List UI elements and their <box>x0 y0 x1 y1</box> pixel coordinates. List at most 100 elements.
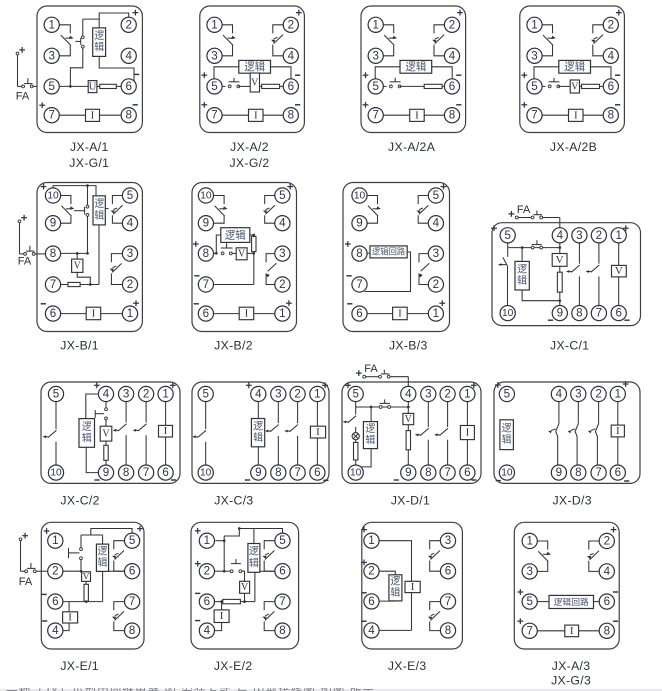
svg-text:6: 6 <box>279 565 285 578</box>
svg-text:3: 3 <box>48 49 54 62</box>
svg-text:1: 1 <box>127 307 133 320</box>
svg-text:7: 7 <box>211 109 217 122</box>
svg-text:5: 5 <box>433 189 439 202</box>
svg-text:4: 4 <box>127 217 134 230</box>
svg-text:8: 8 <box>604 624 610 637</box>
svg-text:JX-B/2: JX-B/2 <box>214 339 253 353</box>
svg-text:7: 7 <box>203 278 209 291</box>
svg-text:JX-G/1: JX-G/1 <box>69 156 109 170</box>
svg-text:逻辑回路: 逻辑回路 <box>372 247 406 257</box>
svg-text:2: 2 <box>595 387 601 400</box>
svg-text:6: 6 <box>52 595 58 608</box>
svg-text:I: I <box>574 109 578 121</box>
svg-text:6: 6 <box>288 80 294 93</box>
svg-text:辑: 辑 <box>517 274 527 287</box>
svg-text:6: 6 <box>203 307 209 320</box>
svg-text:10: 10 <box>354 191 366 202</box>
svg-text:8: 8 <box>50 247 56 260</box>
svg-text:9: 9 <box>255 466 261 479</box>
svg-text:JX-C/2: JX-C/2 <box>60 493 99 507</box>
svg-text:逻: 逻 <box>365 423 375 435</box>
svg-text:辑: 辑 <box>94 209 104 222</box>
svg-text:7: 7 <box>596 307 602 320</box>
svg-text:8: 8 <box>445 624 451 637</box>
svg-text:8: 8 <box>425 466 431 479</box>
svg-text:逻: 逻 <box>249 546 259 558</box>
svg-text:逻辑: 逻辑 <box>405 60 426 73</box>
svg-text:7: 7 <box>48 109 54 122</box>
svg-text:FA: FA <box>364 363 378 375</box>
svg-text:4: 4 <box>433 217 440 230</box>
svg-text:辑: 辑 <box>94 41 104 54</box>
svg-text:7: 7 <box>279 595 285 608</box>
svg-text:8: 8 <box>203 247 209 260</box>
svg-text:I: I <box>164 425 168 437</box>
svg-text:8: 8 <box>576 307 582 320</box>
svg-text:逻: 逻 <box>390 576 400 588</box>
svg-text:JX-B/3: JX-B/3 <box>389 339 428 353</box>
svg-text:6: 6 <box>125 80 131 93</box>
svg-text:1: 1 <box>433 307 439 320</box>
svg-text:I: I <box>254 109 258 121</box>
svg-text:3: 3 <box>275 387 281 400</box>
svg-text:2: 2 <box>604 534 610 547</box>
svg-text:7: 7 <box>356 278 362 291</box>
svg-text:I: I <box>415 109 419 121</box>
svg-text:9: 9 <box>103 466 109 479</box>
svg-text:6: 6 <box>356 307 362 320</box>
svg-text:I: I <box>92 307 96 319</box>
svg-text:4: 4 <box>52 624 59 637</box>
svg-text:3: 3 <box>372 49 378 62</box>
svg-text:1: 1 <box>211 18 217 31</box>
svg-text:4: 4 <box>604 565 611 578</box>
svg-text:V: V <box>238 249 246 260</box>
svg-text:I: I <box>570 625 574 637</box>
svg-text:10: 10 <box>50 468 62 479</box>
svg-text:V: V <box>241 582 249 593</box>
svg-text:FA: FA <box>19 576 33 588</box>
svg-text:7: 7 <box>50 278 56 291</box>
svg-text:V: V <box>83 572 90 582</box>
svg-text:6: 6 <box>608 80 614 93</box>
svg-text:1: 1 <box>279 307 285 320</box>
svg-text:2: 2 <box>125 18 131 31</box>
svg-text:9: 9 <box>556 466 562 479</box>
svg-text:2: 2 <box>596 229 602 242</box>
svg-text:I: I <box>466 427 470 439</box>
svg-text:辑: 辑 <box>98 556 108 569</box>
svg-text:3: 3 <box>575 387 581 400</box>
svg-text:I: I <box>91 109 95 121</box>
svg-text:4: 4 <box>103 387 110 400</box>
svg-text:9: 9 <box>405 466 411 479</box>
svg-text:9: 9 <box>203 217 209 230</box>
svg-text:逻辑: 逻辑 <box>564 60 585 73</box>
svg-text:辑: 辑 <box>390 586 400 599</box>
svg-text:1: 1 <box>368 534 374 547</box>
svg-text:V: V <box>251 77 259 88</box>
svg-text:V: V <box>405 414 413 425</box>
svg-text:4: 4 <box>288 49 295 62</box>
svg-text:1: 1 <box>372 18 378 31</box>
svg-text:4: 4 <box>608 49 615 62</box>
svg-text:FA: FA <box>517 204 531 216</box>
svg-text:5: 5 <box>372 80 378 93</box>
svg-text:JX-D/1: JX-D/1 <box>391 493 430 507</box>
svg-text:7: 7 <box>129 595 135 608</box>
svg-text:8: 8 <box>575 466 581 479</box>
svg-text:2: 2 <box>288 18 294 31</box>
svg-text:V: V <box>74 260 82 271</box>
svg-text:7: 7 <box>444 466 450 479</box>
svg-text:4: 4 <box>449 49 456 62</box>
svg-text:8: 8 <box>288 109 294 122</box>
svg-text:3: 3 <box>433 247 439 260</box>
svg-text:1: 1 <box>615 387 621 400</box>
svg-text:4: 4 <box>204 624 211 637</box>
svg-text:3: 3 <box>576 229 582 242</box>
svg-text:9: 9 <box>50 217 56 230</box>
svg-text:6: 6 <box>445 565 451 578</box>
svg-text:5: 5 <box>211 80 217 93</box>
svg-text:V: V <box>102 428 110 439</box>
svg-text:5: 5 <box>48 80 54 93</box>
svg-text:9: 9 <box>557 307 563 320</box>
svg-text:1: 1 <box>52 534 58 547</box>
